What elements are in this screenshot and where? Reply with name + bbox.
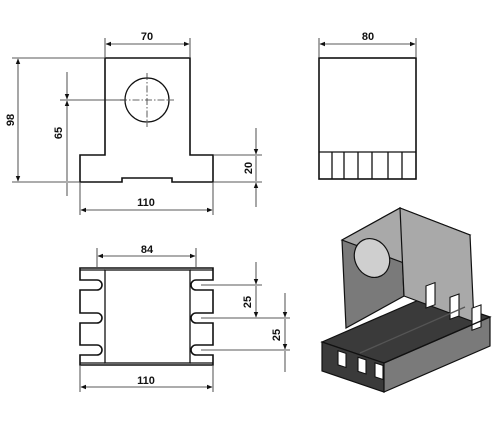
dimension-110-top: 110 <box>79 366 214 392</box>
isometric-view <box>320 207 492 393</box>
top-view-inner-block <box>104 269 191 364</box>
iso-hole <box>353 238 391 278</box>
dimension-80: 80 <box>318 31 417 57</box>
dimension-65: 65 <box>53 72 124 196</box>
top-view-outline <box>79 267 214 366</box>
dimension-84: 84 <box>96 244 197 267</box>
dimension-70: 70 <box>104 31 191 57</box>
dimension-65-label: 65 <box>53 127 65 139</box>
dimension-84-label: 84 <box>141 244 154 256</box>
dimension-70-label: 70 <box>141 31 153 43</box>
iso-slot <box>471 304 482 331</box>
dimension-110-front: 110 <box>79 183 214 215</box>
dimension-25-lower-label: 25 <box>271 329 283 341</box>
side-view <box>318 57 417 180</box>
dimension-98-label: 98 <box>5 114 17 126</box>
iso-slot <box>337 350 347 369</box>
dimension-25-upper: 25 <box>201 262 262 319</box>
front-view-outline <box>79 57 214 183</box>
dimension-25-upper-label: 25 <box>242 296 254 308</box>
dimension-20: 20 <box>214 128 262 207</box>
front-view <box>79 57 214 183</box>
dimension-80-label: 80 <box>362 31 374 43</box>
dimension-98: 98 <box>5 57 104 183</box>
dimension-25-lower: 25 <box>201 293 290 372</box>
dimension-110-top-label: 110 <box>137 375 155 387</box>
iso-slot <box>449 293 460 320</box>
iso-slot <box>425 281 436 309</box>
iso-slot <box>374 362 384 381</box>
dimension-110-front-label: 110 <box>137 197 155 209</box>
top-view <box>79 267 214 366</box>
side-view-outline <box>318 57 417 180</box>
iso-slot <box>357 356 367 375</box>
dimension-20-label: 20 <box>243 162 255 174</box>
